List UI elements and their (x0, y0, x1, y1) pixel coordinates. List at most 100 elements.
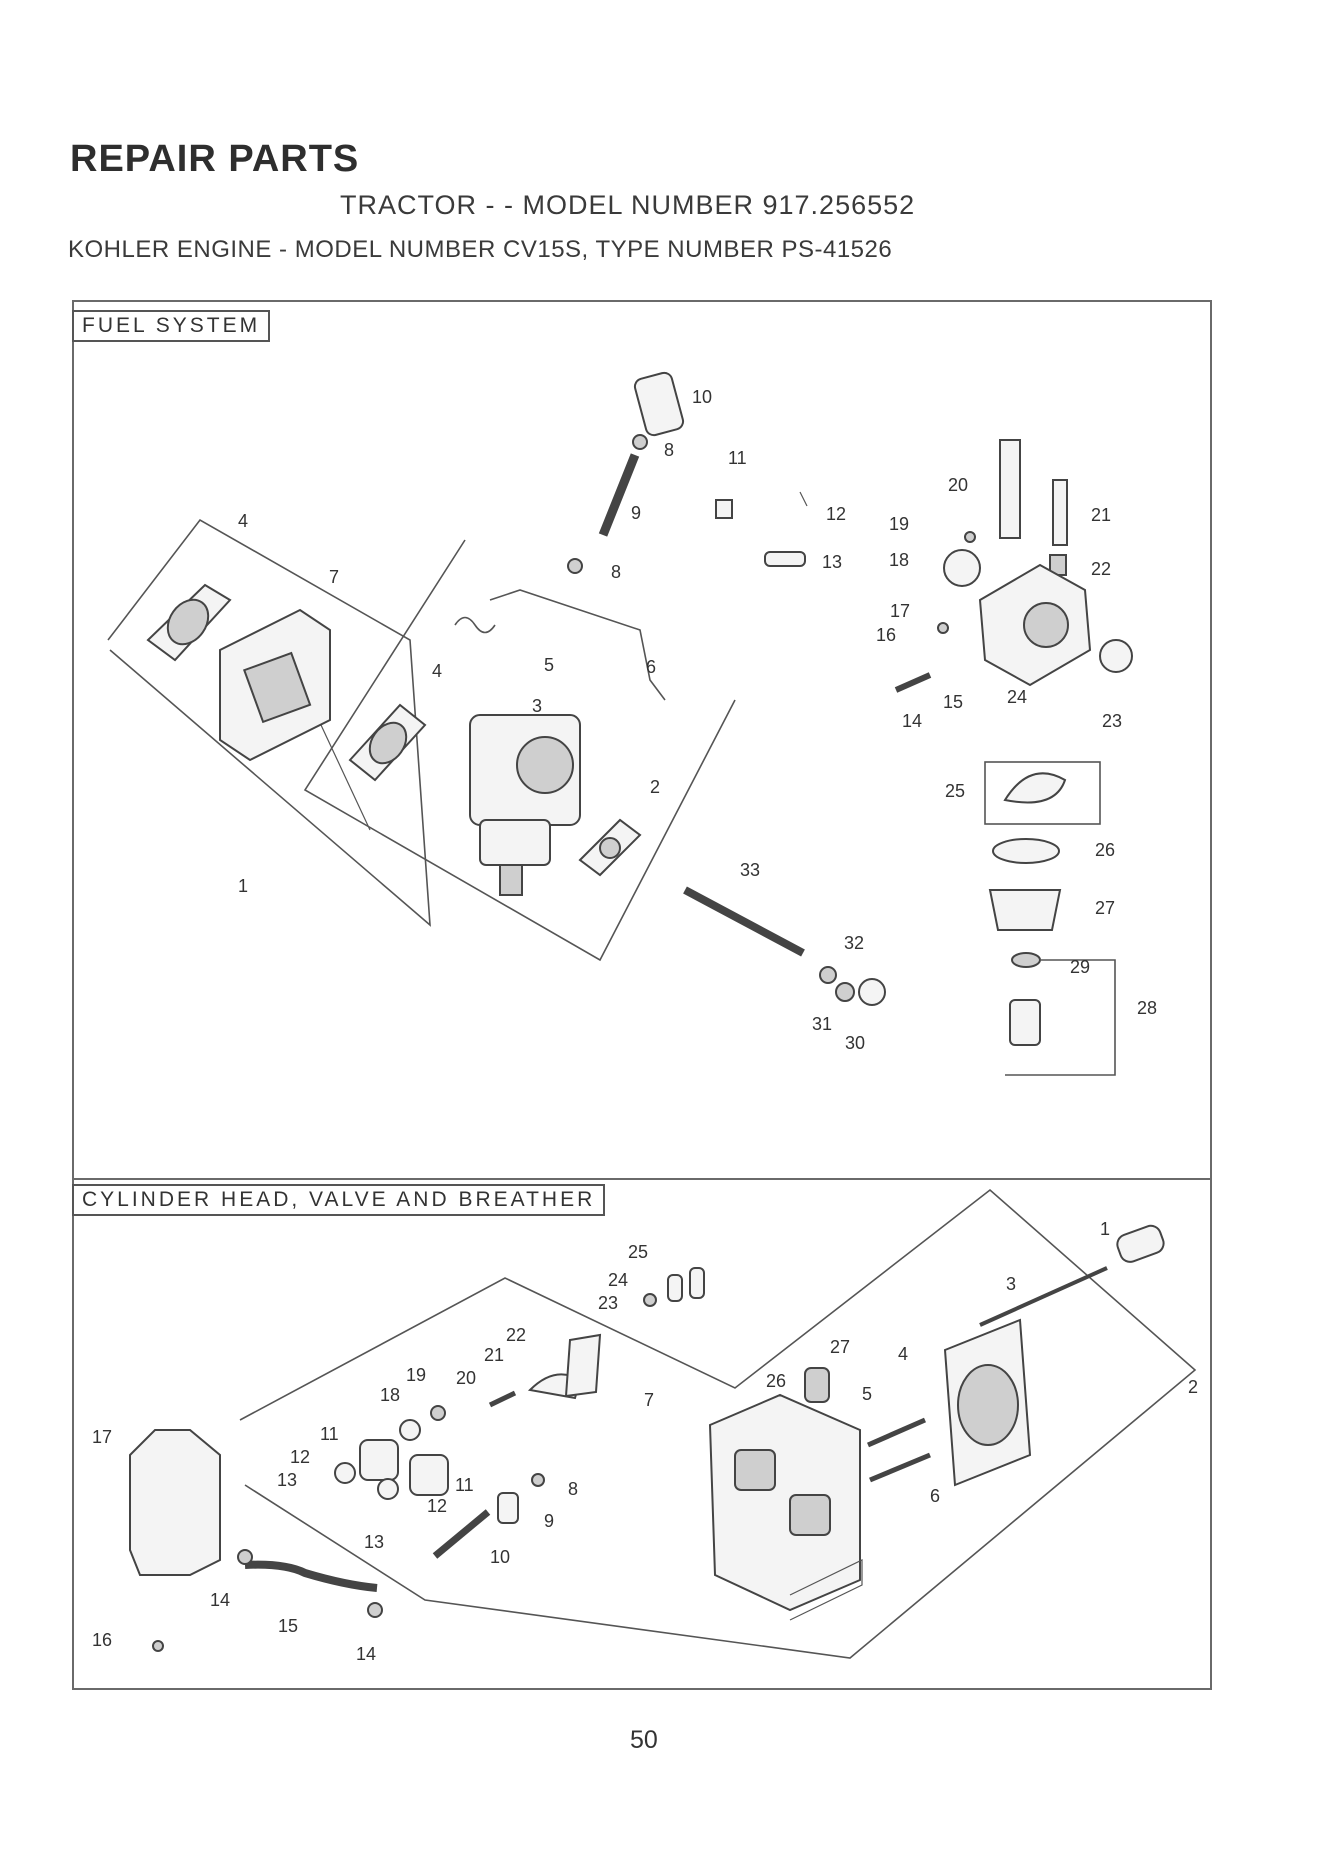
cyl-callout-5: 5 (862, 1384, 872, 1404)
fuel-callout-29: 29 (1070, 957, 1090, 977)
valve-spring-11b (409, 1454, 449, 1496)
heat-shield (219, 608, 331, 762)
rod-3 (979, 1266, 1108, 1327)
valve-spring-11a (359, 1439, 399, 1481)
bowl-gasket-26 (992, 838, 1060, 864)
cyl-callout-16: 16 (92, 1630, 112, 1650)
fuel-callout-28: 28 (1137, 998, 1157, 1018)
fuel-callout-2: 2 (650, 777, 660, 797)
cylinder-callouts: 1 2 3 4 5 6 7 8 9 10 11 11 12 12 13 13 1… (92, 1219, 1198, 1664)
cyl-callout-14b: 14 (356, 1644, 376, 1664)
cyl-callout-17: 17 (92, 1427, 112, 1447)
fuel-callout-3: 3 (532, 696, 542, 716)
fuel-callout-10: 10 (692, 387, 712, 407)
fuel-callout-5: 5 (544, 655, 554, 675)
retainer-12a (334, 1462, 356, 1484)
cyl-callout-21: 21 (484, 1345, 504, 1365)
fuel-callout-9: 9 (631, 503, 641, 523)
float-25 (1003, 772, 1067, 804)
screw-12 (799, 491, 808, 507)
cyl-callout-11a: 11 (320, 1424, 339, 1444)
governor-spring (454, 616, 496, 634)
hose-clamp-upper (632, 434, 648, 450)
fuel-callout-7: 7 (329, 567, 339, 587)
cyl-callout-6: 6 (930, 1486, 940, 1506)
fuel-callout-13: 13 (822, 552, 842, 572)
cyl-callout-12a: 12 (290, 1447, 310, 1467)
fuel-line (598, 453, 640, 537)
fuel-callout-6: 6 (646, 657, 656, 677)
throttle-plate-18 (943, 549, 981, 587)
fuel-callout-31: 31 (812, 1014, 832, 1034)
valve-6 (869, 1452, 931, 1483)
cyl-callout-23: 23 (598, 1293, 618, 1313)
cyl-callout-13a: 13 (277, 1470, 297, 1490)
fuel-callout-4a: 4 (238, 511, 248, 531)
fuel-callout-21: 21 (1091, 505, 1111, 525)
breather-cover-17 (129, 1429, 221, 1576)
cyl-callout-26: 26 (766, 1371, 786, 1391)
cyl-callout-18: 18 (380, 1385, 400, 1405)
cyl-callout-25: 25 (628, 1242, 648, 1262)
cyl-callout-27: 27 (830, 1337, 850, 1357)
cyl-callout-24: 24 (608, 1270, 628, 1290)
screw-16 (152, 1640, 164, 1652)
cover-23 (1099, 639, 1133, 673)
cyl-callout-2: 2 (1188, 1377, 1198, 1397)
retainer-12b (377, 1478, 399, 1500)
fuel-callout-33: 33 (740, 860, 760, 880)
fuel-callouts: 1 2 3 4 4 5 6 7 8 8 9 10 11 12 13 14 15 … (238, 387, 1157, 1053)
rocker-19 (430, 1405, 446, 1421)
fuel-callout-27: 27 (1095, 898, 1115, 918)
carburetor (469, 714, 581, 896)
clamp-14b (367, 1602, 383, 1618)
idle-screw-14 (894, 672, 932, 693)
fuel-callout-18: 18 (889, 550, 909, 570)
float-bowl-stack (984, 761, 1116, 1076)
cyl-callout-13b: 13 (364, 1532, 384, 1552)
cylinder-head-label: CYLINDER HEAD, VALVE AND BREATHER (72, 1184, 606, 1216)
fitting-11 (715, 499, 733, 519)
cyl-callout-10: 10 (490, 1547, 510, 1567)
fuel-callout-1: 1 (238, 876, 248, 896)
tractor-model-line: TRACTOR - - MODEL NUMBER 917.256552 (340, 190, 916, 220)
fuel-callout-25: 25 (945, 781, 965, 801)
fuel-callout-15: 15 (943, 692, 963, 712)
cylinder-head-frame (72, 1178, 1212, 1690)
screw-20 (488, 1390, 517, 1408)
cyl-callout-20: 20 (456, 1368, 476, 1388)
push-rod-10 (432, 1509, 491, 1559)
cyl-callout-11b: 11 (455, 1475, 474, 1495)
carburetor-gasket-left (146, 583, 232, 662)
cylinder-head-26 (708, 1393, 863, 1621)
cyl-callout-4: 4 (898, 1344, 908, 1364)
engine-model-line: KOHLER ENGINE - MODEL NUMBER CV15S, TYPE… (68, 236, 893, 263)
cyl-callout-19: 19 (406, 1365, 426, 1385)
cyl-callout-8: 8 (568, 1479, 578, 1499)
fuel-callout-11: 11 (728, 448, 747, 468)
bushing-9 (497, 1492, 519, 1524)
cyl-callout-7: 7 (644, 1390, 654, 1410)
carburetor-base-gasket (578, 818, 642, 877)
fuel-callout-22: 22 (1091, 559, 1111, 579)
cyl-callout-15: 15 (278, 1616, 298, 1636)
cyl-callout-9: 9 (544, 1511, 554, 1531)
fuel-callout-8b: 8 (611, 562, 621, 582)
cap-1 (1116, 1224, 1165, 1263)
screw-19 (964, 531, 976, 543)
fuel-callout-17: 17 (890, 601, 910, 621)
screw-23 (643, 1293, 657, 1307)
nut-8 (531, 1473, 545, 1487)
gasket-bracket-outline (107, 518, 431, 927)
head-group-outline (239, 1188, 1197, 1659)
fuel-system-drawing (107, 371, 1133, 1076)
fuel-callout-8a: 8 (664, 440, 674, 460)
float-pin-21 (1052, 479, 1068, 546)
cylinder-head-drawing (129, 1188, 1197, 1659)
cyl-callout-3: 3 (1006, 1274, 1016, 1294)
fuel-system-label: FUEL SYSTEM (72, 310, 271, 342)
bracket-24 (667, 1274, 683, 1302)
fuel-bowl-27 (988, 889, 1062, 931)
fuel-callout-16: 16 (876, 625, 896, 645)
